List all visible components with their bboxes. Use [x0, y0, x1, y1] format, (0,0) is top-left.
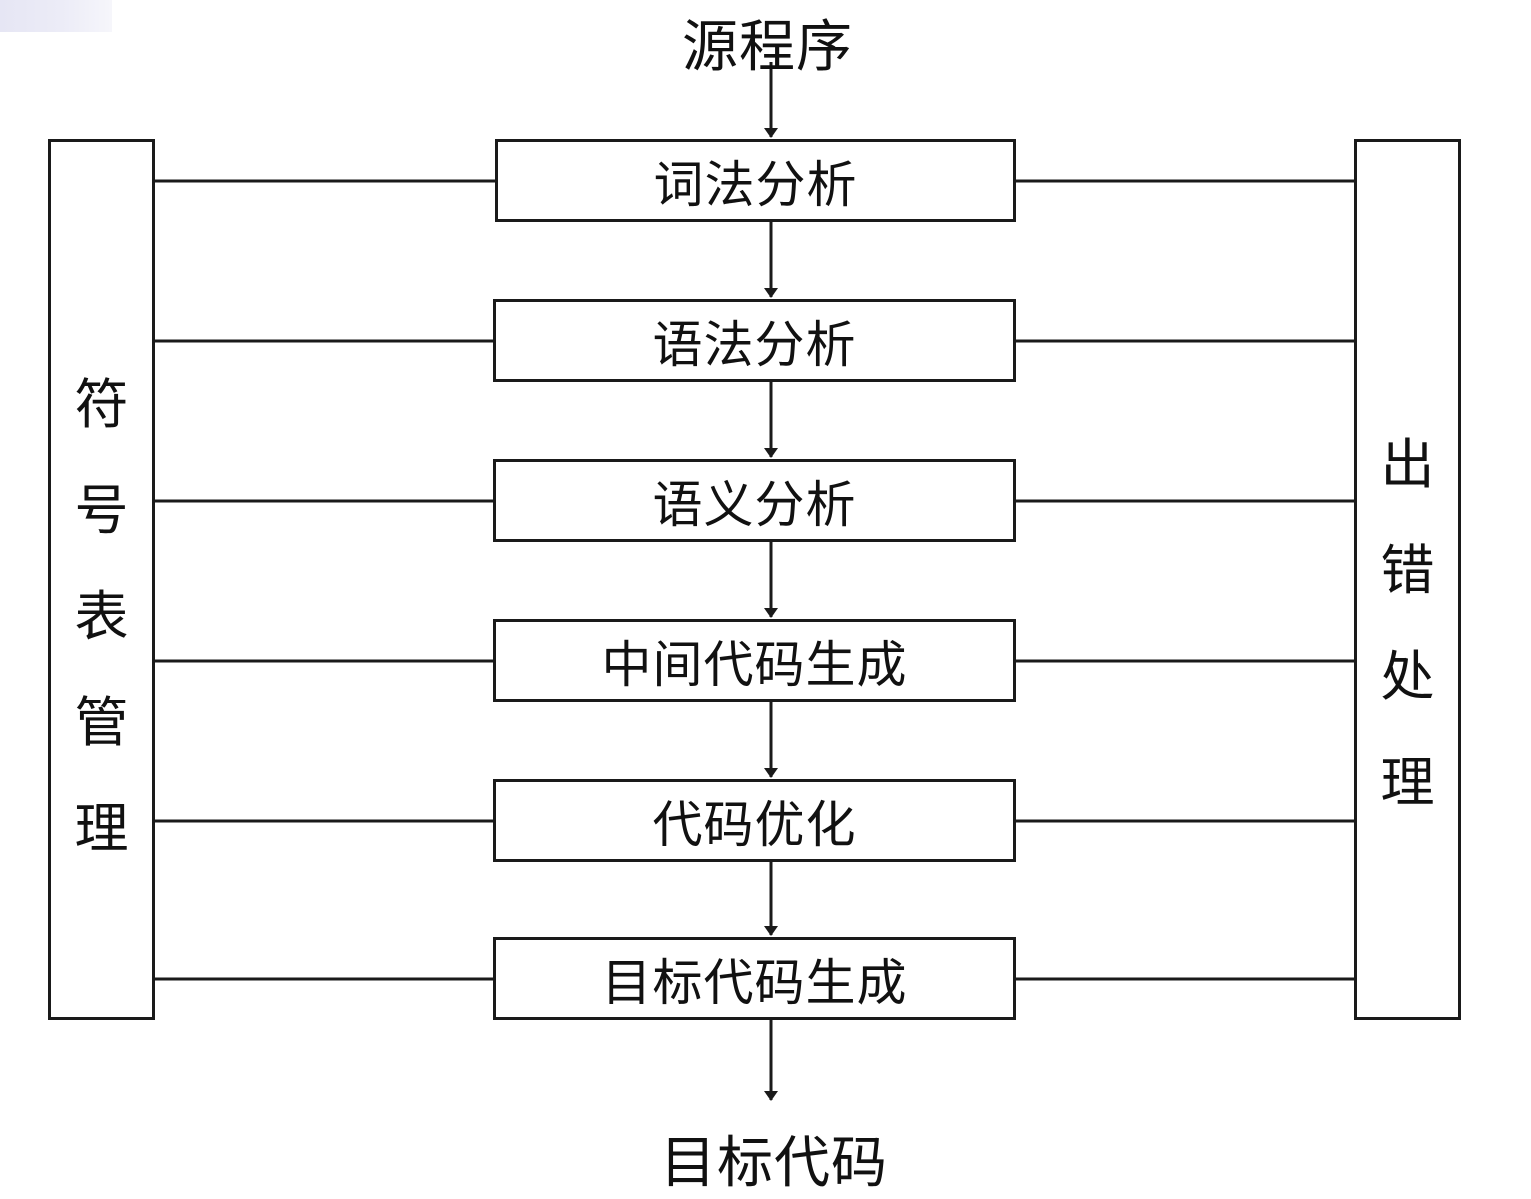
- error-handling-char: 处: [1380, 645, 1435, 708]
- error-handling-char: 理: [1380, 751, 1435, 814]
- error-handling-char: 出: [1380, 433, 1435, 496]
- input-label: 源程序: [682, 15, 853, 80]
- error-handling-panel: 出 错 处 理: [1354, 139, 1461, 1020]
- symbol-table-char: 符: [74, 373, 129, 436]
- symbol-table-char: 管: [74, 691, 129, 754]
- phase-intermediate-code-generation: 中间代码生成: [493, 619, 1016, 702]
- phase-target-code-generation: 目标代码生成: [493, 937, 1016, 1020]
- error-handling-char: 错: [1380, 539, 1435, 602]
- corner-decoration: [0, 0, 112, 32]
- phase-code-optimization: 代码优化: [493, 779, 1016, 862]
- side-links: [155, 179, 1354, 981]
- symbol-table-char: 理: [74, 797, 129, 860]
- symbol-table-label: 符 号 表 管 理: [51, 378, 152, 908]
- error-handling-label: 出 错 处 理: [1357, 438, 1458, 862]
- symbol-table-char: 表: [74, 585, 129, 648]
- symbol-table-panel: 符 号 表 管 理: [48, 139, 155, 1020]
- phase-lexical-analysis: 词法分析: [495, 139, 1016, 222]
- phase-syntax-analysis: 语法分析: [493, 299, 1016, 382]
- output-label: 目标代码: [660, 1131, 888, 1196]
- symbol-table-char: 号: [74, 479, 129, 542]
- phase-semantic-analysis: 语义分析: [493, 459, 1016, 542]
